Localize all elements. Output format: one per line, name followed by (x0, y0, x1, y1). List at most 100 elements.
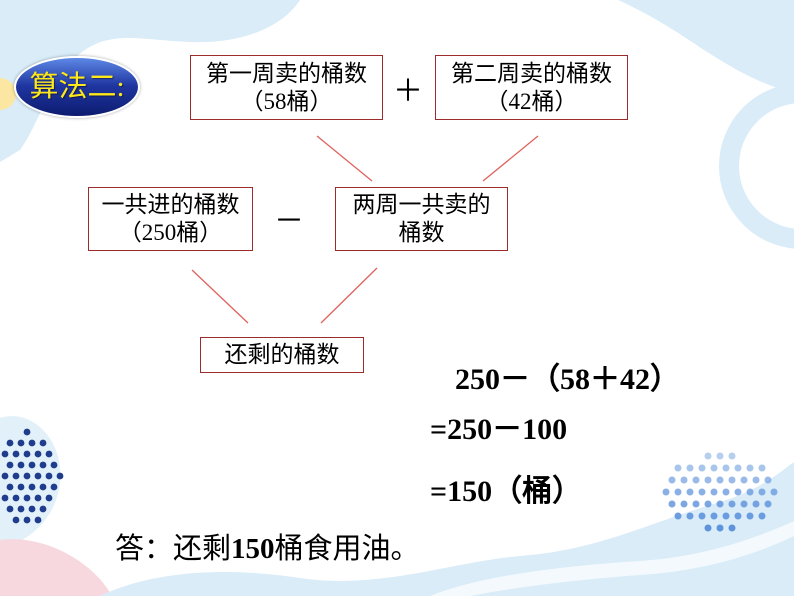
decor-dot (28, 505, 36, 513)
decor-dot (17, 505, 25, 513)
decor-dot (39, 505, 47, 513)
decor-dot (23, 494, 31, 502)
decor-dot (6, 505, 14, 513)
decor-dot (50, 483, 58, 491)
decor-dot (23, 472, 31, 480)
week2-box-value: （42桶） (485, 88, 578, 114)
decor-dot (680, 476, 688, 484)
method-badge-label: 算法二: (29, 71, 125, 103)
decor-dot (728, 452, 736, 460)
decor-dot (50, 461, 58, 469)
decor-dot (758, 512, 766, 520)
decor-dot (752, 476, 760, 484)
decor-dot (17, 461, 25, 469)
connector-week2-to-sold (482, 135, 539, 182)
decor-dot (6, 439, 14, 447)
sold-box-line2: 桶数 (398, 220, 445, 245)
decor-dot (12, 494, 20, 502)
decor-dot (746, 464, 754, 472)
answer-prefix: 答：还剩 (115, 533, 232, 565)
answer-number: 150 (231, 533, 275, 565)
decor-dot (728, 476, 736, 484)
decor-dot (740, 500, 748, 508)
decor-dot (710, 512, 718, 520)
decor-dot (34, 472, 42, 480)
decor-dot (716, 452, 724, 460)
decor-dot (734, 488, 742, 496)
decor-dot (728, 500, 736, 508)
right-ring (719, 83, 794, 249)
total-sold-box: 两周一共卖的 桶数 (335, 187, 508, 251)
bottom-pink-blob (0, 539, 112, 596)
decor-dot (698, 488, 706, 496)
total-stock-box: 一共进的桶数 （250桶） (88, 187, 253, 251)
decor-dot (12, 516, 20, 524)
decor-dot (722, 512, 730, 520)
decor-dot (23, 516, 31, 524)
answer-suffix: 桶食用油。 (274, 533, 420, 565)
equation-line-3: =150（桶） (430, 475, 583, 508)
week1-box-value: （58桶） (240, 88, 333, 114)
decor-dot (17, 439, 25, 447)
decor-dot (716, 476, 724, 484)
equation-line-2: =250－100 (430, 413, 568, 446)
decor-dot (23, 428, 31, 436)
decor-dot (692, 476, 700, 484)
dot-pattern-right (662, 452, 778, 532)
decor-dot (674, 464, 682, 472)
decor-dot (23, 450, 31, 458)
decor-dot (734, 512, 742, 520)
week2-sold-box: 第二周卖的桶数 （42桶） (435, 55, 628, 120)
decor-dot (752, 500, 760, 508)
dot-pattern-left (1, 428, 64, 524)
decor-dot (39, 461, 47, 469)
decor-dot (746, 488, 754, 496)
decor-dot (740, 476, 748, 484)
connector-sold-to-remaining (320, 267, 378, 324)
decor-dot (39, 439, 47, 447)
decor-dot (710, 464, 718, 472)
decor-dot (662, 488, 670, 496)
decor-dot (680, 500, 688, 508)
decor-dot (668, 476, 676, 484)
top-right-blob (618, 0, 794, 92)
answer-sentence: 答：还剩150桶食用油。 (115, 532, 420, 566)
decor-dot (6, 483, 14, 491)
decor-dot (45, 494, 53, 502)
total-box-value: （250桶） (118, 220, 223, 245)
decor-dot (34, 516, 42, 524)
decor-dot (698, 512, 706, 520)
decor-dot (722, 488, 730, 496)
decor-dot (674, 512, 682, 520)
equation-line-1: 250－（58＋42） (455, 363, 680, 396)
connector-week1-to-sold (316, 135, 373, 182)
decor-dot (746, 512, 754, 520)
sold-box-line1: 两周一共卖的 (352, 192, 491, 217)
decor-dot (758, 488, 766, 496)
decor-dot (56, 472, 64, 480)
decor-dot (1, 494, 9, 502)
decor-dot (34, 450, 42, 458)
decor-dot (17, 483, 25, 491)
decor-dot (704, 524, 712, 532)
decor-dot (704, 452, 712, 460)
decor-dot (764, 476, 772, 484)
decor-dot (28, 461, 36, 469)
plus-operator: ＋ (393, 75, 423, 108)
connector-total-to-remaining (191, 269, 249, 324)
decor-dot (716, 524, 724, 532)
decor-dot (1, 450, 9, 458)
decor-dot (722, 464, 730, 472)
left-blue-blob (0, 416, 61, 548)
decor-dot (674, 488, 682, 496)
decor-dot (716, 500, 724, 508)
decor-dot (28, 483, 36, 491)
decor-dot (728, 524, 736, 532)
decor-dot (28, 439, 36, 447)
decor-dot (45, 450, 53, 458)
decor-dot (686, 464, 694, 472)
decor-dot (686, 512, 694, 520)
decor-dot (686, 488, 694, 496)
